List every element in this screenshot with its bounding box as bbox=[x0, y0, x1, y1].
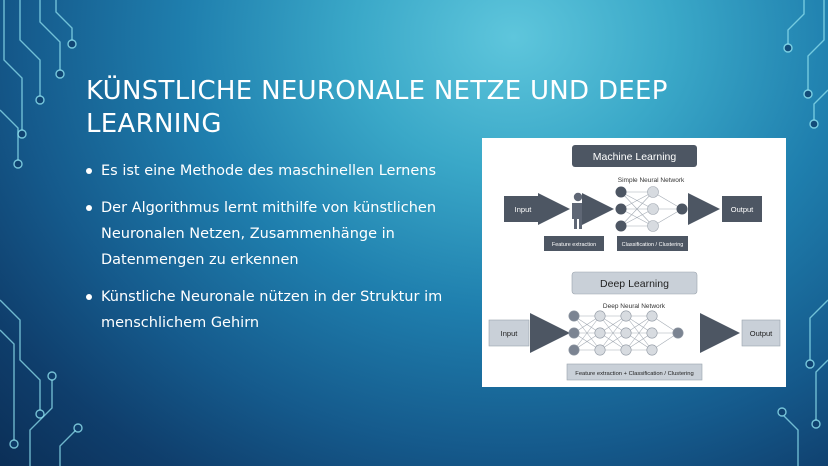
ml-classification-text: Classification / Clustering bbox=[622, 242, 684, 248]
slide-title: Künstliche Neuronale Netze und Deep Lear… bbox=[86, 76, 668, 140]
dl-combined-text: Feature extraction + Classification / Cl… bbox=[575, 371, 693, 377]
ml-vs-dl-diagram: Machine Learning Simple Neural Network I… bbox=[482, 138, 786, 387]
ml-input-box bbox=[504, 196, 542, 222]
network-node bbox=[646, 344, 658, 356]
deep-neural-network bbox=[568, 310, 684, 356]
ml-output-box bbox=[722, 196, 762, 222]
dl-output-text: Output bbox=[750, 329, 773, 338]
dl-input-box bbox=[488, 319, 530, 347]
network-node bbox=[568, 327, 580, 339]
ml-feature-box bbox=[544, 236, 604, 251]
simple-neural-network bbox=[615, 186, 688, 232]
bullet-item: Es ist eine Methode des maschinellen Ler… bbox=[86, 158, 456, 184]
dl-header-text: Deep Learning bbox=[600, 278, 669, 290]
dl-output-box bbox=[741, 319, 781, 347]
dl-header-box bbox=[571, 271, 698, 295]
network-edge bbox=[573, 315, 601, 351]
ml-input-text: Input bbox=[515, 205, 533, 214]
ml-header-box bbox=[572, 145, 697, 167]
network-node bbox=[568, 310, 580, 322]
dl-combined-box bbox=[566, 363, 703, 381]
network-edge bbox=[599, 315, 627, 351]
network-node bbox=[568, 344, 580, 356]
network-node bbox=[594, 344, 606, 356]
bullet-list: Es ist eine Methode des maschinellen Ler… bbox=[86, 158, 456, 347]
ml-feature-text: Feature extraction bbox=[552, 242, 596, 248]
network-node bbox=[646, 327, 658, 339]
circuit-decoration-icon bbox=[0, 0, 83, 466]
dl-input-text: Input bbox=[501, 329, 519, 338]
network-node bbox=[672, 327, 684, 339]
ml-network-label: Simple Neural Network bbox=[618, 177, 685, 184]
network-node bbox=[594, 327, 606, 339]
person-icon bbox=[572, 192, 584, 229]
network-node bbox=[620, 310, 632, 322]
ml-header-text: Machine Learning bbox=[593, 151, 677, 163]
dl-network-label: Deep Neural Network bbox=[603, 303, 666, 310]
network-node bbox=[620, 327, 632, 339]
network-edge bbox=[625, 315, 653, 351]
network-node bbox=[594, 310, 606, 322]
bullet-item: Künstliche Neuronale nützen in der Struk… bbox=[86, 284, 456, 336]
ml-classification-box bbox=[617, 236, 688, 251]
bullet-item: Der Algorithmus lernt mithilfe von künst… bbox=[86, 195, 456, 273]
ml-output-text: Output bbox=[731, 205, 754, 214]
circuit-decoration-icon bbox=[777, 0, 828, 466]
network-node bbox=[646, 310, 658, 322]
network-node bbox=[620, 344, 632, 356]
